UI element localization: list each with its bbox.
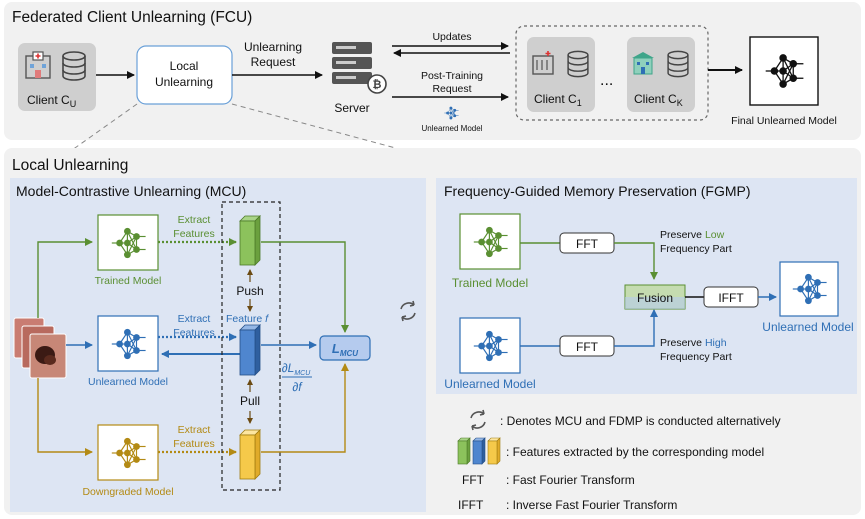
fgmp-title: Frequency-Guided Memory Preservation (FG…: [444, 183, 751, 199]
request-label-2: Request: [251, 55, 296, 69]
client-k-label: Client C: [634, 92, 677, 106]
zoom-line-left: [57, 103, 138, 161]
server-label: Server: [334, 101, 369, 115]
request-label-1: Unlearning: [244, 40, 302, 54]
client-u-box: Client CU: [18, 43, 96, 111]
legend-feature-blocks: [457, 437, 501, 465]
high-label: High: [705, 337, 727, 349]
post-label-2: Request: [432, 83, 471, 95]
extract-label-gold-2: Features: [173, 438, 214, 450]
feature-f-var: f: [265, 313, 269, 325]
local-label-1: Local: [170, 59, 199, 73]
low-label: Low: [705, 229, 725, 241]
unlearned-model-label: Unlearned Model: [88, 376, 168, 388]
extract-label-green-2: Features: [173, 228, 214, 240]
client-1-sub: 1: [577, 98, 582, 108]
client-1-label: Client C: [534, 92, 577, 106]
clients-ellipsis: ...: [600, 72, 613, 89]
fusion-label: Fusion: [637, 291, 673, 305]
legend-fft-desc: : Fast Fourier Transform: [506, 473, 635, 487]
downgraded-model-label: Downgraded Model: [82, 486, 173, 498]
extract-label-gold-1: Extract: [178, 424, 211, 436]
extract-label-blue-2: Features: [173, 327, 214, 339]
svg-text:Preserve Low: Preserve Low: [660, 229, 725, 241]
feature-block-blue: [239, 324, 261, 376]
final-model-label: Final Unlearned Model: [731, 115, 837, 127]
preserve-high-label: Preserve: [660, 337, 702, 349]
final-model-box: [749, 36, 819, 106]
grad-num-sub: MCU: [294, 370, 311, 377]
legend-ifft-desc: : Inverse Fast Fourier Transform: [506, 498, 677, 512]
hospital-icon: [25, 51, 51, 79]
arrow-fft-bottom-to-fusion: [614, 309, 658, 347]
ifft-label: IFFT: [718, 291, 744, 305]
trained-model-label: Trained Model: [95, 275, 162, 287]
client-k-box: Client CK: [627, 37, 695, 112]
fgmp-unlearned-label: Unlearned Model: [444, 377, 535, 391]
gradient-fraction: ∂LMCU ∂f: [282, 361, 312, 394]
preserve-low-label: Preserve: [660, 229, 702, 241]
feature-space-box: [221, 201, 281, 491]
feature-block-gold: [239, 429, 261, 480]
post-label-1: Post-Training: [421, 70, 483, 82]
freq-part-bottom: Frequency Part: [660, 351, 732, 363]
client-1-box: Client C1: [527, 37, 595, 112]
mcu-title: Model-Contrastive Unlearning (MCU): [16, 183, 246, 199]
local-label-2: Unlearning: [155, 75, 213, 89]
arrow-gold-to-loss: [261, 363, 349, 453]
extract-label-green-1: Extract: [178, 214, 211, 226]
legend-cycle-icon: [470, 409, 486, 431]
svg-text:Client C1: Client C1: [534, 92, 582, 108]
arrow-image-to-downgraded: [37, 378, 93, 456]
arrow-green-to-loss: [261, 241, 349, 333]
local-unlearning-box: Local Unlearning: [136, 45, 233, 105]
grad-num: ∂L: [282, 361, 295, 375]
legend-features-text: : Features extracted by the correspondin…: [506, 445, 764, 459]
svg-text:Preserve High: Preserve High: [660, 337, 727, 349]
fgmp-output-label: Unlearned Model: [762, 320, 853, 334]
legend-ifft-key: IFFT: [458, 498, 484, 512]
skin-image-stack: [13, 317, 67, 379]
svg-text:Feature f: Feature f: [226, 313, 269, 325]
fft-bottom-label: FFT: [576, 340, 599, 354]
legend-alt-text: : Denotes MCU and FDMP is conducted alte…: [500, 414, 781, 428]
freq-part-top: Frequency Part: [660, 243, 732, 255]
local-title: Local Unlearning: [12, 157, 128, 174]
hospital-icon-1: [532, 51, 554, 75]
server-icon: ₿: [332, 42, 387, 94]
legend-fft-key: FFT: [462, 473, 485, 487]
pull-label: Pull: [240, 394, 260, 408]
fft-top-label: FFT: [576, 237, 599, 251]
hospital-icon-k: [632, 52, 654, 75]
svg-text:Client CU: Client CU: [27, 93, 76, 109]
arrow-fft-top-to-fusion: [614, 242, 658, 280]
extract-label-blue-1: Extract: [178, 313, 211, 325]
feature-block-green: [239, 215, 261, 266]
clients-group: [515, 25, 709, 121]
loss-sub: MCU: [340, 349, 358, 358]
svg-text:₿: ₿: [373, 79, 382, 91]
svg-text:∂LMCU: ∂LMCU: [282, 361, 311, 377]
alternate-cycle-icon: [400, 300, 416, 322]
fgmp-trained-label: Trained Model: [452, 276, 528, 290]
client-u-sub: U: [70, 99, 77, 109]
client-u-label: Client C: [27, 93, 70, 107]
feature-f-label: Feature: [226, 313, 262, 325]
loss-label: L: [332, 341, 340, 356]
unlearned-model-small-label: Unlearned Model: [422, 124, 483, 133]
svg-text:Client CK: Client CK: [634, 92, 683, 108]
updates-label: Updates: [432, 31, 471, 43]
push-label: Push: [236, 284, 263, 298]
client-k-sub: K: [677, 98, 683, 108]
grad-den: ∂f: [292, 380, 303, 394]
svg-text:LMCU: LMCU: [332, 341, 358, 358]
arrow-image-to-trained: [37, 238, 93, 318]
loss-box: [319, 335, 371, 361]
fcu-title: Federated Client Unlearning (FCU): [12, 9, 252, 26]
